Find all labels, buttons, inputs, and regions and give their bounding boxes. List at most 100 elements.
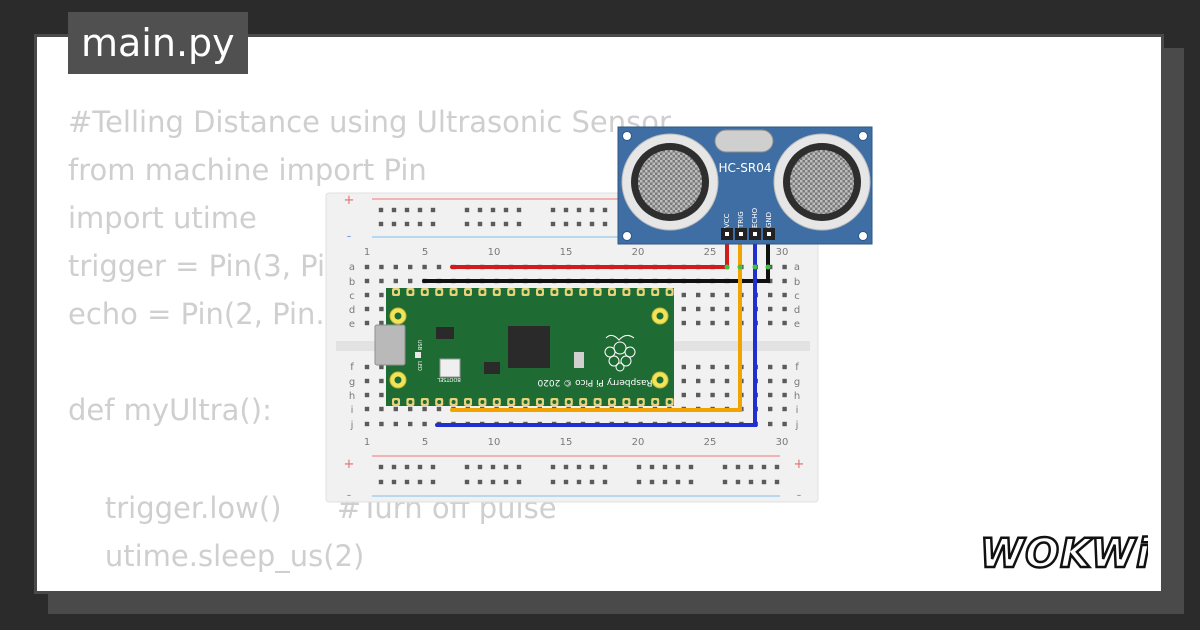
breadboard-hole [563, 221, 569, 227]
trig-wire[interactable] [450, 230, 742, 412]
col-number: 15 [560, 247, 573, 258]
breadboard-hole [490, 207, 496, 213]
breadboard-hole [768, 364, 773, 370]
pico-pin-hole [610, 290, 614, 294]
pico-pin-hole [408, 400, 413, 404]
breadboard-hole [364, 406, 370, 412]
raspberry-logo-icon [604, 334, 636, 372]
breadboard-hole [681, 392, 686, 398]
breadboard-hole [563, 479, 569, 485]
crystal-oscillator [714, 129, 774, 153]
breadboard-hole [761, 479, 767, 485]
mount-hole-inner [394, 312, 402, 320]
breadboard-hole [391, 221, 397, 227]
breadboard-hole [563, 464, 569, 470]
breadboard-hole [681, 378, 686, 384]
row-letter: h [794, 391, 800, 402]
breadboard-hole [710, 306, 715, 312]
breadboard-hole [768, 421, 773, 427]
breadboard-hole [503, 221, 509, 227]
file-tab[interactable]: main.py [68, 12, 248, 74]
breadboard-hole [768, 278, 773, 284]
breadboard-hole [675, 479, 681, 485]
breadboard-hole [710, 320, 715, 326]
breadboard-hole [379, 320, 384, 326]
breadboard-hole [602, 221, 608, 227]
pico-pin-hole [624, 400, 629, 404]
pico-pin-hole [538, 290, 542, 294]
breadboard-hole [724, 292, 730, 298]
breadboard-hole [696, 378, 701, 384]
top-plus-label: + [344, 193, 355, 208]
pico-pin-hole [595, 290, 600, 294]
breadboard-hole [550, 464, 556, 470]
crystal [574, 352, 584, 368]
breadboard-hole [378, 221, 384, 227]
breadboard-hole [422, 406, 427, 412]
breadboard-hole [782, 406, 787, 412]
breadboard-hole [710, 392, 715, 398]
breadboard-hole [681, 306, 686, 312]
code-line-1: #Telling Distance using Ultrasonic Senso… [68, 105, 671, 139]
pico-pin-hole [523, 290, 528, 294]
led-label: LED [416, 361, 422, 371]
breadboard-hole [378, 479, 384, 485]
row-letter: b [349, 277, 355, 288]
usb-label: USB [416, 340, 422, 351]
pico-pin-hole [394, 400, 398, 404]
code-line-2: from machine import Pin [68, 153, 427, 187]
breadboard-hole [782, 292, 787, 298]
breadboard-hole [550, 207, 556, 213]
bootsel-button[interactable] [439, 358, 461, 378]
breadboard-hole [636, 479, 642, 485]
breadboard-hole [393, 264, 398, 270]
pico-pin-hole [408, 290, 413, 294]
breadboard-hole [662, 479, 668, 485]
breadboard-hole [782, 392, 787, 398]
breadboard-hole [602, 479, 608, 485]
breadboard-hole [782, 306, 787, 312]
breadboard-hole [417, 207, 423, 213]
breadboard-hole [490, 221, 496, 227]
breadboard-hole [576, 479, 582, 485]
gnd-wire[interactable] [422, 230, 770, 283]
breadboard-hole [477, 207, 483, 213]
breadboard-hole [379, 406, 384, 412]
hc-sr04-sensor[interactable]: HC-SR04 VCC TRIG ECHO GND [617, 126, 873, 245]
row-letter: j [350, 420, 354, 431]
breadboard-hole [768, 406, 773, 412]
col-number: 5 [422, 247, 428, 258]
sensor-pin-labels: VCC TRIG ECHO GND [723, 207, 773, 229]
pico-pin-hole [552, 400, 557, 404]
breadboard-hole [391, 479, 397, 485]
breadboard-hole [782, 378, 787, 384]
breadboard-hole [516, 207, 522, 213]
breadboard-hole [422, 421, 427, 427]
col-number: 1 [364, 437, 370, 448]
code-line-3: import utime [68, 201, 257, 235]
row-letter: d [349, 305, 355, 316]
sensor-pin-sockets [725, 232, 771, 236]
raspberry-pi-pico[interactable]: Raspberry Pi Pico © 2020 BOOTSEL USB LED [374, 288, 674, 406]
breadboard-hole [768, 306, 773, 312]
pico-pins [392, 288, 674, 406]
breadboard-hole [364, 292, 370, 298]
breadboard-hole [404, 221, 410, 227]
pico-pin-hole [538, 400, 542, 404]
code-line-7: def myUltra(): [68, 393, 272, 427]
mount-hole-inner [656, 376, 664, 384]
col-number: 30 [776, 247, 789, 258]
breadboard-hole [681, 364, 686, 370]
breadboard-hole [379, 364, 384, 370]
breadboard-hole [662, 464, 668, 470]
breadboard-hole [408, 278, 413, 284]
row-letter: h [349, 391, 355, 402]
col-number: 25 [704, 437, 717, 448]
echo-wire[interactable] [435, 230, 757, 427]
breadboard-hole [379, 378, 384, 384]
breadboard-hole [696, 364, 701, 370]
breadboard-hole [550, 221, 556, 227]
pico-pin-hole [494, 400, 499, 404]
breadboard-hole [761, 464, 767, 470]
